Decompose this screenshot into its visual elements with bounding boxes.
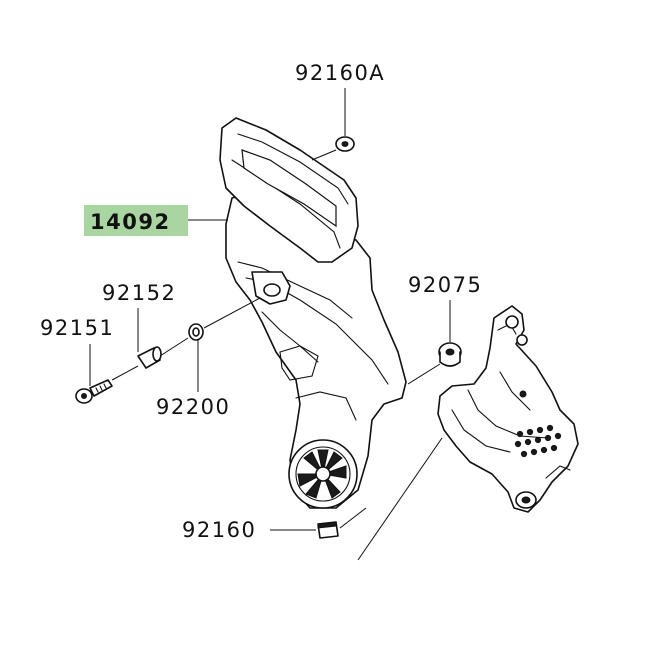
part-number-92075: 92075 <box>408 273 482 297</box>
part-number-92152: 92152 <box>102 281 176 305</box>
block-92160-part[interactable] <box>317 521 339 539</box>
label-92075: 92075 <box>408 273 482 297</box>
label-92151: 92151 <box>40 316 114 340</box>
part-number-92160: 92160 <box>182 518 256 542</box>
leader-lines <box>89 88 451 561</box>
footpeg-bracket-part[interactable] <box>437 305 579 513</box>
label-14092-highlighted: 14092 <box>84 205 188 236</box>
part-number-14092: 14092 <box>90 210 171 234</box>
label-92152: 92152 <box>102 281 176 305</box>
part-number-92160A: 92160A <box>295 61 385 85</box>
part-highlight-box <box>84 205 188 236</box>
washer-92200-part[interactable] <box>188 323 204 341</box>
part-number-92200: 92200 <box>156 395 230 419</box>
label-92160A: 92160A <box>295 61 385 85</box>
label-92200: 92200 <box>156 395 230 419</box>
bolt-92151-part[interactable] <box>75 379 113 404</box>
damper-92075-part[interactable] <box>438 342 462 367</box>
collar-92152-part[interactable] <box>137 346 162 369</box>
grip-pattern-icon <box>514 424 562 458</box>
part-number-92151: 92151 <box>40 316 114 340</box>
label-92160: 92160 <box>182 518 256 542</box>
grommet-92160A-part[interactable] <box>335 136 355 152</box>
sprocket-cover-part[interactable] <box>219 117 407 509</box>
